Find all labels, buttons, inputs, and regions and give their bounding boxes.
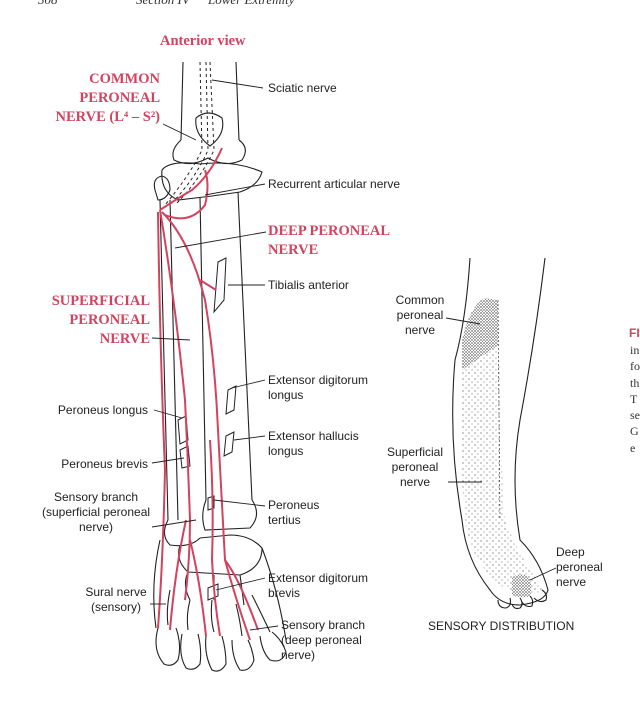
chapter-label: Lower Extremity (208, 0, 295, 8)
nerves (157, 147, 259, 641)
sensory-deep-peroneal-line-1: Deep (556, 545, 585, 559)
peroneus-tertius-line-1: Peroneus (268, 498, 320, 512)
page-number: 308 (38, 0, 58, 8)
common-peroneal-line-1: COMMON (89, 71, 160, 87)
sidebar-line-7: e (630, 440, 636, 455)
sensory-superficial-line-1: Sensory branch (53, 490, 139, 504)
peroneus-tertius-line-2: tertius (268, 513, 301, 527)
sensory-common-peroneal-label: Common peroneal nerve (388, 293, 452, 338)
sciatic-nerve-label: Sciatic nerve (268, 81, 337, 95)
sensory-deep-peroneal-line-2: peroneal (556, 560, 603, 574)
edb-line-1: Extensor digitorum (268, 571, 369, 585)
sensory-superficial-peroneal-label: Superficial peroneal nerve (382, 445, 448, 490)
deep-peroneal-nerve-label: DEEP PERONEAL NERVE (268, 222, 390, 260)
sensory-common-line-2: peroneal (396, 308, 444, 322)
sensory-common-line-1: Common (395, 293, 445, 307)
deep-peroneal-line-1: DEEP PERONEAL (268, 223, 391, 239)
sidebar-figure-label: FI (629, 326, 640, 340)
sensory-distribution-caption: SENSORY DISTRIBUTION (428, 619, 575, 633)
extensor-digitorum-longus-label: Extensor digitorum longus (268, 373, 368, 403)
sidebar-line-1: in (630, 343, 640, 357)
extensor-hallucis-longus-label: Extensor hallucis longus (268, 429, 359, 459)
sciatic-dashed (164, 61, 215, 206)
ehl-line-2: longus (268, 444, 304, 458)
sensory-superficial-peroneal-line-3: nerve (399, 475, 431, 489)
superficial-peroneal-line-3: NERVE (99, 331, 150, 347)
ehl-line-1: Extensor hallucis (268, 429, 359, 443)
tibialis-anterior-label: Tibialis anterior (268, 278, 349, 292)
sidebar-line-2: fo (630, 359, 640, 374)
sural-line-1: Sural nerve (85, 585, 147, 599)
sensory-common-line-3: nerve (404, 323, 436, 337)
sural-nerve-label: Sural nerve (sensory) (76, 585, 156, 615)
sidebar-line-6: G (630, 424, 639, 439)
sensory-superficial-line-2: (superficial peroneal (41, 505, 151, 519)
sensory-leg (452, 257, 549, 610)
sensory-deep-line-1: Sensory branch (281, 618, 366, 632)
edl-line-1: Extensor digitorum (268, 373, 369, 387)
peroneus-brevis-label: Peroneus brevis (61, 457, 148, 471)
common-peroneal-nerve-label: COMMON PERONEAL NERVE (L⁴ – S²) (20, 70, 160, 127)
leg-bones (153, 61, 287, 672)
section-label: Section IV (136, 0, 190, 8)
common-peroneal-line-3: NERVE (L⁴ – S²) (55, 109, 160, 125)
sensory-superficial-peroneal-line-2: peroneal (391, 460, 439, 474)
sidebar-line-4: T (630, 391, 638, 406)
sural-line-2: (sensory) (90, 600, 141, 614)
sensory-deep-line-3: nerve) (281, 648, 316, 662)
sensory-leaders (445, 317, 557, 581)
sensory-deep-peroneal-line-3: nerve (556, 575, 587, 589)
deep-peroneal-line-2: NERVE (268, 242, 319, 258)
sensory-superficial-line-3: nerve) (78, 520, 113, 534)
superficial-peroneal-line-2: PERONEAL (69, 312, 150, 328)
extensor-digitorum-brevis-label: Extensor digitorum brevis (268, 571, 368, 601)
edb-line-2: brevis (268, 586, 301, 600)
sensory-deep-line-2: (deep peroneal (281, 633, 362, 647)
edl-line-2: longus (268, 388, 304, 402)
common-peroneal-line-2: PERONEAL (79, 90, 160, 106)
peroneus-tertius-label: Peroneus tertius (268, 498, 319, 528)
sidebar-line-3: th (630, 375, 640, 390)
page-header: 308 Section IV Lower Extremity (0, 0, 640, 16)
sensory-branch-deep-label: Sensory branch (deep peroneal nerve) (281, 618, 365, 663)
sidebar-line-5: se (630, 408, 640, 423)
superficial-peroneal-nerve-label: SUPERFICIAL PERONEAL NERVE (20, 292, 150, 349)
sensory-branch-superficial-label: Sensory branch (superficial peroneal ner… (30, 490, 162, 535)
sensory-superficial-peroneal-line-1: Superficial (386, 445, 444, 459)
sidebar-text: in fo th T se G e (630, 342, 640, 456)
leader-lines (150, 79, 279, 631)
sensory-deep-peroneal-label: Deep peroneal nerve (556, 545, 603, 590)
diagram-title: Anterior view (160, 33, 246, 49)
recurrent-articular-nerve-label: Recurrent articular nerve (268, 177, 401, 191)
superficial-peroneal-line-1: SUPERFICIAL (51, 293, 150, 309)
peroneus-longus-label: Peroneus longus (57, 403, 148, 417)
